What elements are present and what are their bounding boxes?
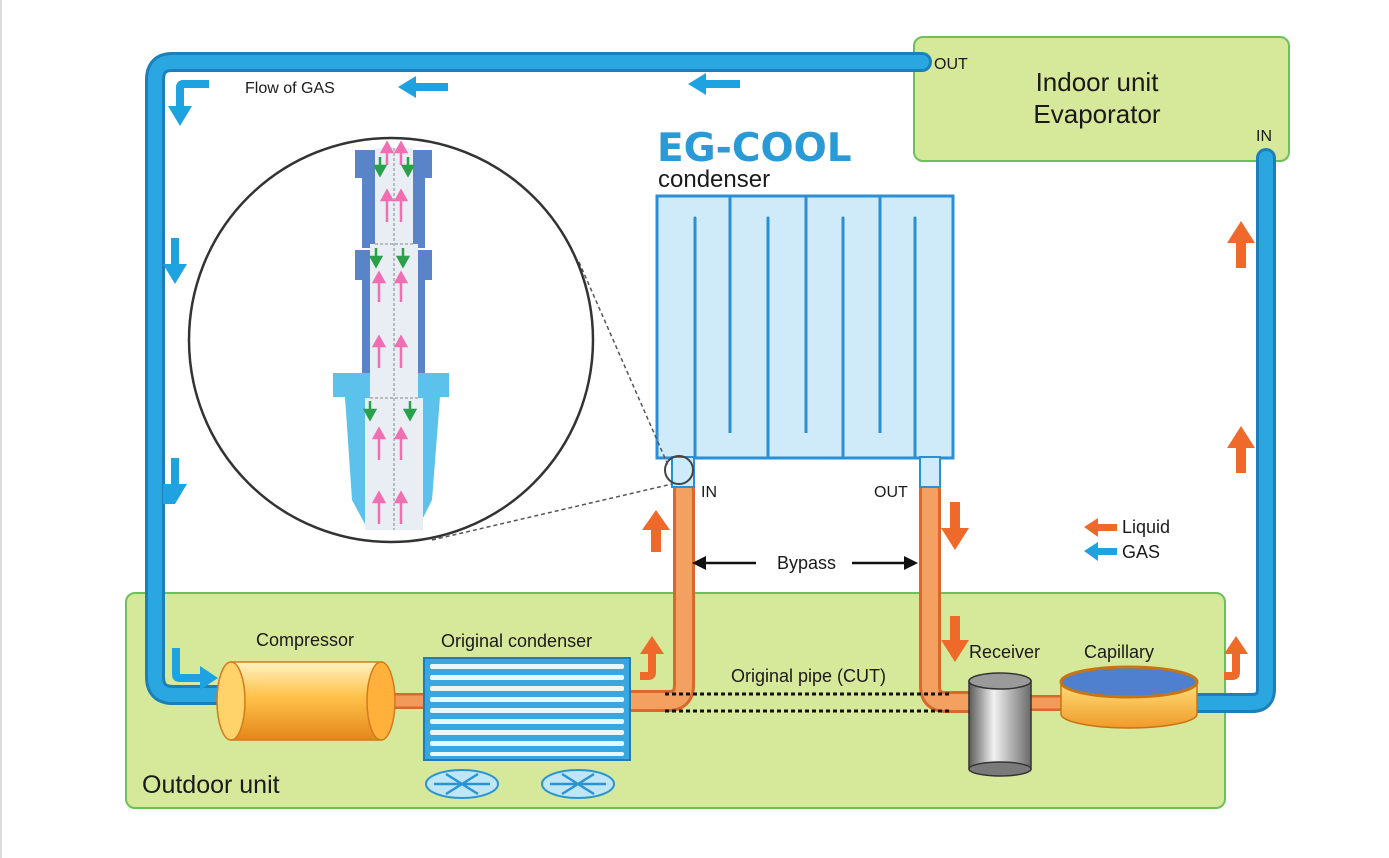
gas-arrow-down-icon bbox=[163, 238, 187, 284]
gas-arrow-bent-icon bbox=[176, 80, 209, 88]
fan-icon bbox=[425, 769, 499, 799]
compressor-label: Compressor bbox=[256, 630, 354, 650]
liquid-arrow-bent-icon bbox=[1224, 636, 1248, 680]
gas-arrow-bent-icon bbox=[168, 80, 209, 126]
condenser-out-label: OUT bbox=[874, 484, 908, 501]
bypass-label: Bypass bbox=[777, 553, 836, 573]
bypass-indicator bbox=[692, 556, 918, 570]
liquid-arrow-down-icon bbox=[941, 616, 969, 662]
legend: Liquid GAS bbox=[1084, 517, 1170, 562]
capillary-label: Capillary bbox=[1084, 642, 1154, 662]
compressor bbox=[216, 661, 396, 741]
original-condenser bbox=[423, 657, 631, 761]
fan-icon bbox=[541, 769, 615, 799]
evaporator-label: Evaporator bbox=[1033, 99, 1161, 129]
liquid-legend-icon bbox=[1084, 518, 1117, 537]
eg-cool-subtitle: condenser bbox=[658, 166, 770, 193]
zoom-connector-top bbox=[578, 261, 669, 466]
gas-arrow-left-icon bbox=[688, 73, 740, 95]
original-condenser-label: Original condenser bbox=[441, 631, 592, 651]
zoom-connector-bottom bbox=[431, 483, 673, 541]
condenser-in-label: IN bbox=[701, 484, 717, 501]
indoor-unit-label: Indoor unit bbox=[1036, 67, 1160, 97]
eg-cool-condenser bbox=[655, 194, 955, 488]
gas-flow-arrows bbox=[163, 73, 740, 690]
bypass-pipe-out bbox=[922, 482, 984, 710]
fitting-zoom bbox=[187, 136, 595, 544]
bypass-pipe-in bbox=[620, 482, 692, 709]
liquid-flow-arrows bbox=[640, 221, 1255, 680]
legend-liquid-label: Liquid bbox=[1122, 517, 1170, 537]
indoor-in-label: IN bbox=[1256, 128, 1272, 145]
gas-pipe-return bbox=[148, 55, 929, 702]
flow-of-gas-label: Flow of GAS bbox=[245, 80, 335, 97]
liquid-arrow-up-icon bbox=[1227, 221, 1255, 268]
gas-arrow-down-icon bbox=[163, 458, 187, 504]
liquid-arrow-down-icon bbox=[941, 502, 969, 550]
liquid-arrow-up-icon bbox=[642, 510, 670, 552]
receiver-label: Receiver bbox=[969, 642, 1040, 662]
gas-arrow-left-icon bbox=[398, 76, 448, 98]
indoor-out-label: OUT bbox=[934, 56, 968, 73]
gas-legend-icon bbox=[1084, 542, 1117, 561]
outdoor-unit-label: Outdoor unit bbox=[142, 771, 280, 799]
original-pipe-label: Original pipe (CUT) bbox=[731, 666, 886, 686]
zoom-target-circle bbox=[664, 455, 694, 485]
liquid-arrow-bent-icon bbox=[640, 636, 664, 680]
right-pipe bbox=[1188, 151, 1273, 710]
capillary bbox=[1059, 665, 1199, 729]
eg-cool-brand: EG-COOL bbox=[657, 126, 852, 171]
indoor-unit-box bbox=[913, 36, 1290, 162]
liquid-arrow-up-icon bbox=[1227, 426, 1255, 473]
receiver bbox=[968, 672, 1032, 777]
legend-gas-label: GAS bbox=[1122, 542, 1160, 562]
gas-arrow-bent-icon bbox=[172, 648, 218, 690]
